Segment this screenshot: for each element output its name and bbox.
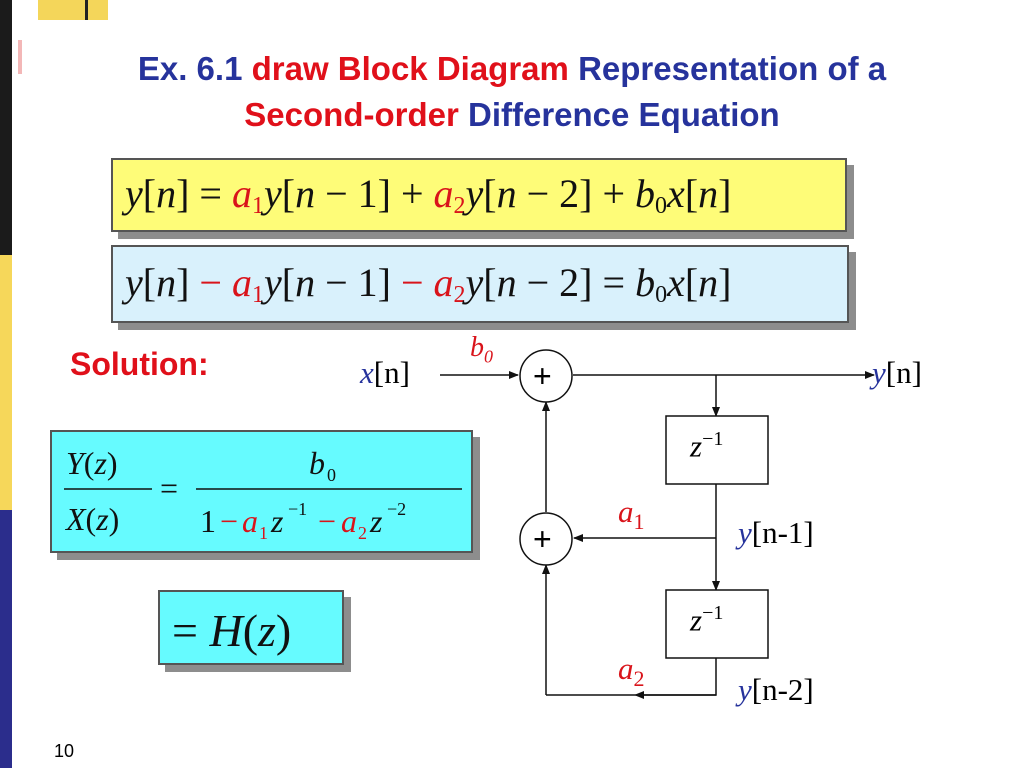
title-prefix: Ex. 6.1 [137,50,243,87]
input-label: x[n] [360,355,410,390]
gain-a1-label: a1 [618,494,645,535]
side-bar-yellow [0,255,12,510]
title-mid: Representation of a [578,50,887,87]
svg-text:−2: −2 [387,499,406,519]
corner-decoration-line [85,0,88,20]
title-action: draw Block Diagram [251,50,569,87]
difference-equation-1: y[n] = a1y[n − 1] + a2y[n − 2] + b0x[n] [125,171,732,219]
title-order: Second-order [244,96,459,133]
title-line-2: Second-order Difference Equation [0,92,1024,138]
svg-text:b: b [309,445,325,481]
difference-equation-2: y[n] − a1y[n − 1] − a2y[n − 2] = b0x[n] [125,260,732,308]
tap1-label: y[n-1] [738,515,814,550]
bottom-adder-symbol: + [533,521,552,557]
delay-block-1 [665,415,769,485]
output-label: y[n] [872,355,922,390]
transfer-function: Y(z) X(z) = b 0 1 − a 1 z −1 − a 2 z −2 [64,445,462,543]
svg-text:−: − [220,503,238,539]
title-suffix: Difference Equation [468,96,780,133]
solution-label: Solution: [70,346,209,382]
equation-box-2: y[n] − a1y[n − 1] − a2y[n − 2] = b0x[n] [111,245,849,323]
delay-label-1: z−1 [690,428,724,464]
svg-text:2: 2 [358,523,367,543]
transfer-function-box: Y(z) X(z) = b 0 1 − a 1 z −1 − a 2 z −2 [50,430,473,553]
svg-text:X(z): X(z) [64,501,119,537]
equation-box-1: y[n] = a1y[n − 1] + a2y[n − 2] + b0x[n] [111,158,847,232]
slide-title: Ex. 6.1 draw Block Diagram Representatio… [0,46,1024,138]
svg-text:Y(z): Y(z) [66,445,118,481]
top-adder [519,349,573,403]
side-accent [18,40,22,74]
svg-text:a: a [242,503,258,539]
delay-label-2: z−1 [690,602,724,638]
page-number: 10 [54,741,75,761]
side-bar-black [0,0,12,255]
svg-text:a: a [341,503,357,539]
svg-text:=: = [160,470,178,506]
gain-a2-label: a2 [618,651,645,692]
a2-feedback-path [640,658,717,696]
svg-text:1: 1 [200,503,216,539]
hz-box: = H(z) [158,590,344,665]
hz-expression: = H(z) [172,605,292,656]
svg-text:1: 1 [259,523,268,543]
svg-text:z: z [369,503,383,539]
delay-block-2 [665,589,769,659]
side-bar-navy [0,510,12,768]
svg-text:0: 0 [327,465,336,485]
bottom-adder [519,512,573,566]
svg-text:−: − [318,503,336,539]
top-adder-symbol: + [533,358,552,394]
corner-decoration [38,0,108,20]
svg-text:−1: −1 [288,499,307,519]
tap2-label: y[n-2] [738,672,814,707]
gain-b0-label: b0 [470,332,493,367]
svg-text:z: z [270,503,284,539]
title-line-1: Ex. 6.1 draw Block Diagram Representatio… [0,46,1024,92]
